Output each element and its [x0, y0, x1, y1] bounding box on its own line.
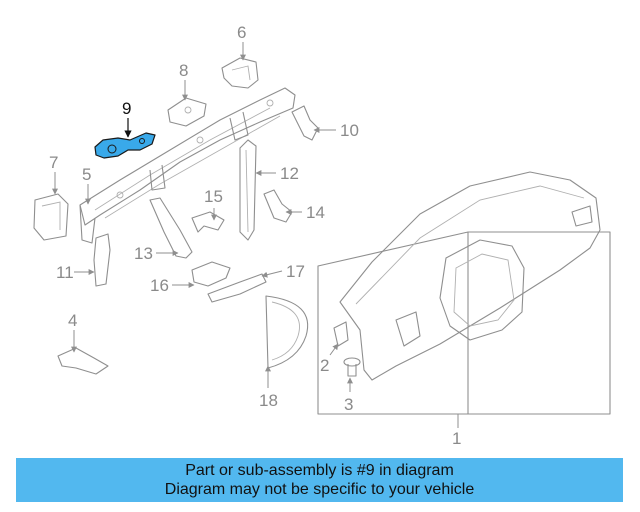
- part-8-bracket: [167, 97, 207, 127]
- callout-16: 16: [150, 276, 169, 295]
- part-14-bracket: [263, 189, 293, 223]
- callout-2: 2: [320, 356, 329, 375]
- leader-lines: [52, 42, 459, 428]
- part-13-brace: [149, 197, 193, 259]
- callout-5: 5: [82, 165, 91, 184]
- instrument-panel-box: [317, 171, 611, 415]
- banner-line-1: Part or sub-assembly is #9 in diagram: [185, 462, 454, 479]
- part-12-support: [239, 139, 257, 241]
- part-16-bracket: [191, 261, 231, 287]
- callout-6: 6: [237, 23, 246, 42]
- part-10-bracket: [291, 105, 319, 141]
- callout-7: 7: [49, 153, 58, 172]
- banner-line-2: Diagram may not be specific to your vehi…: [164, 481, 475, 498]
- callout-8: 8: [179, 61, 188, 80]
- callout-17: 17: [286, 262, 305, 281]
- part-11-bracket: [93, 233, 111, 287]
- callout-13: 13: [134, 244, 153, 263]
- callout-1: 1: [452, 429, 461, 448]
- callout-11: 11: [56, 263, 74, 282]
- part-17-bracket: [207, 273, 267, 303]
- part-2-clip: [333, 321, 349, 347]
- part-15-bracket: [191, 211, 225, 233]
- callout-4: 4: [68, 311, 77, 330]
- callout-9[interactable]: 9: [122, 99, 131, 118]
- callout-12: 12: [280, 164, 299, 183]
- callout-18: 18: [259, 391, 278, 410]
- callout-10: 10: [340, 121, 359, 140]
- cross-car-beam: [79, 87, 296, 244]
- callout-3: 3: [344, 395, 353, 414]
- callout-labels: 6 8 9 7 5 10 12 15 14 13 11 16 17 4 2 3 …: [49, 23, 461, 448]
- part-18-cover: [265, 295, 309, 369]
- part-6-bracket: [221, 57, 259, 89]
- callout-15: 15: [204, 187, 223, 206]
- part-4-bracket: [57, 347, 109, 375]
- part-9-highlighted[interactable]: [94, 132, 156, 159]
- info-banner: Part or sub-assembly is #9 in diagram Di…: [16, 458, 623, 502]
- callout-14: 14: [306, 203, 325, 222]
- part-3-fastener: [343, 357, 361, 377]
- part-7-bracket: [33, 193, 69, 241]
